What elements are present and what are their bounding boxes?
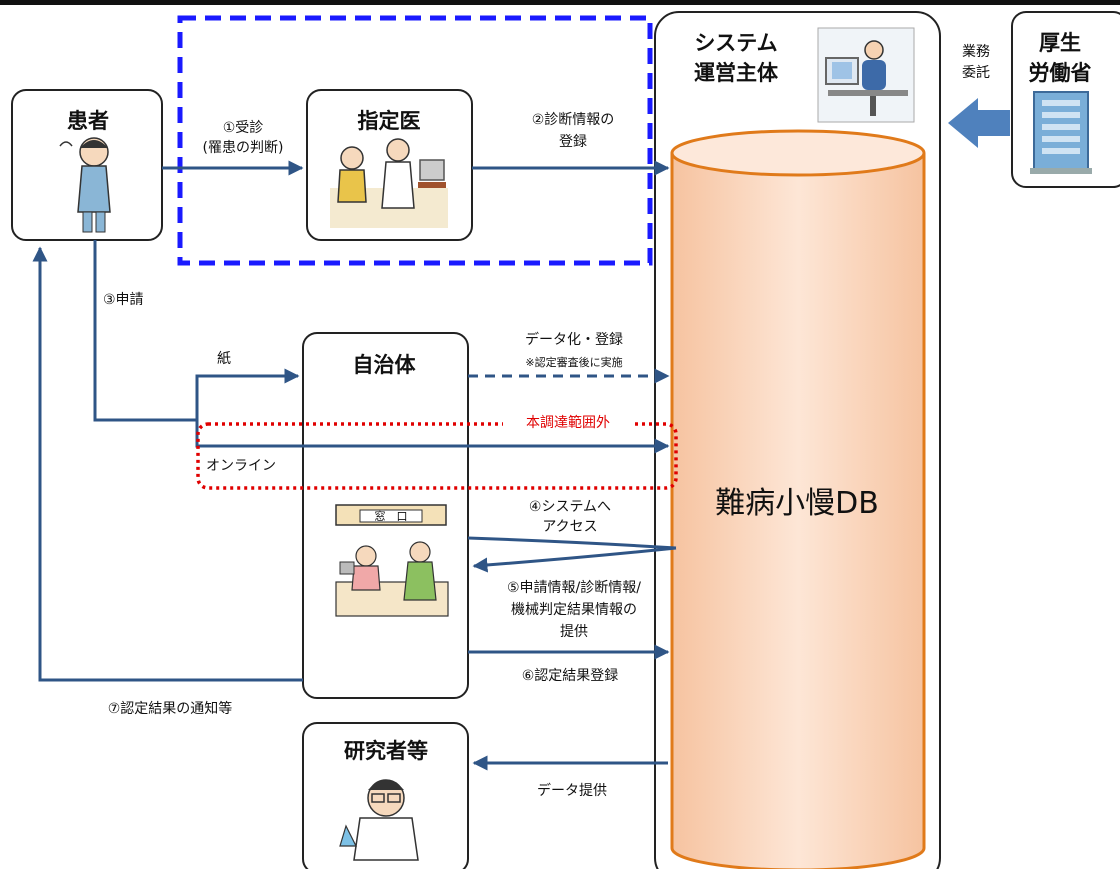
step3-label: ③申請 <box>103 292 144 308</box>
step5-label-3: 提供 <box>560 624 588 640</box>
local-gov-title: 自治体 <box>353 353 417 377</box>
step1-label-2: (罹患の判断) <box>203 140 284 156</box>
researcher-illustration <box>339 779 419 861</box>
mhlw-title-2: 労働省 <box>1029 61 1092 85</box>
database-label: 難病小慢DB <box>715 486 879 521</box>
window-sign: 窓 口 <box>375 509 408 523</box>
doctor-illustration <box>330 138 448 228</box>
step1-label-1: ①受診 <box>223 120 264 136</box>
building-illustration <box>1030 91 1092 174</box>
counter-illustration: 窓 口 <box>335 504 449 617</box>
step5-label-2: 機械判定結果情報の <box>511 602 637 618</box>
outsourcing-label-1: 業務 <box>962 44 990 60</box>
step7-label: ⑦認定結果の通知等 <box>108 700 233 717</box>
researcher-title: 研究者等 <box>344 739 428 763</box>
step4-label-1: ④システムへ <box>529 499 611 515</box>
out-of-scope-label-bg <box>503 410 633 434</box>
database-cylinder <box>670 129 926 869</box>
patient-box <box>11 89 163 241</box>
outsourcing-label-2: 委託 <box>962 65 990 81</box>
patient-title: 患者 <box>67 109 109 133</box>
top-border <box>0 0 1120 5</box>
data-provision-label: データ提供 <box>537 782 607 799</box>
system-operator-title-1: システム <box>694 31 777 55</box>
step2-label-1: ②診断情報の <box>532 112 615 128</box>
patient-illustration <box>59 137 111 233</box>
step5-label-1: ⑤申請情報/診断情報/ <box>507 580 641 596</box>
step4-label-2: アクセス <box>542 519 597 535</box>
digitize-label: データ化・登録 <box>525 331 623 348</box>
online-label: オンライン <box>206 458 276 474</box>
mhlw-title-1: 厚生 <box>1039 31 1081 55</box>
step6-label: ⑥認定結果登録 <box>522 668 619 684</box>
step2-label-2: 登録 <box>559 134 587 150</box>
operator-illustration <box>817 27 915 123</box>
paper-label: 紙 <box>217 351 231 367</box>
out-of-scope-label: 本調達範囲外 <box>526 414 610 431</box>
digitize-note: ※認定審査後に実施 <box>525 355 622 369</box>
system-operator-title-2: 運営主体 <box>694 61 779 85</box>
outsourcing-arrow <box>948 98 1010 148</box>
doctor-title: 指定医 <box>358 109 421 133</box>
doctor-scope-frame <box>177 15 653 266</box>
